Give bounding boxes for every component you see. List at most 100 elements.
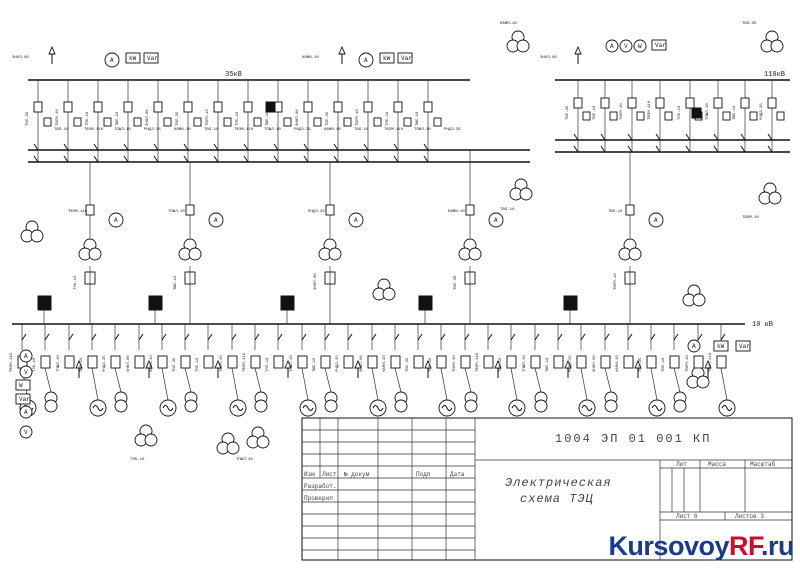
feeder-label: ТВЛМ-10 — [620, 103, 624, 120]
conductor — [394, 333, 400, 341]
breaker-symbol — [313, 117, 322, 127]
breaker-symbol — [436, 355, 447, 369]
feeder-label: ТВЛ-10 — [354, 128, 369, 132]
feeder-label: ТВЛ-10 — [662, 357, 666, 372]
feeder-label: ТВЛ-35 — [326, 111, 330, 126]
conductor — [153, 143, 159, 151]
title-line-1: Электрическая — [505, 476, 612, 490]
line-arrow — [214, 359, 222, 369]
conductor — [273, 155, 279, 163]
conductor — [713, 133, 719, 141]
conductor — [138, 333, 144, 341]
conductor — [231, 333, 237, 341]
bus-coupler-breaker — [418, 295, 433, 311]
feeder-label: ТЛК-10 — [678, 105, 682, 120]
bus-10kv-label: 10 кВ — [752, 321, 773, 329]
breaker-symbol — [655, 97, 665, 109]
breaker-symbol — [93, 101, 103, 113]
conductor — [417, 333, 423, 341]
generator-sine — [651, 405, 663, 411]
meter-label: А — [354, 217, 358, 224]
feeder-label: ТВЛМ-10 — [220, 355, 224, 372]
breaker-symbol — [325, 204, 335, 216]
bus-coupler-breaker — [563, 295, 578, 311]
meter-label: Var — [147, 55, 158, 62]
conductor — [580, 333, 586, 341]
conductor — [423, 143, 429, 151]
generator-sine — [232, 405, 244, 411]
conductor — [440, 367, 448, 401]
conductor — [254, 333, 260, 341]
bus-coupler-breaker — [37, 295, 52, 311]
feeder-label: РНДЗ-35 — [103, 355, 107, 372]
breaker-symbol — [125, 52, 141, 64]
feeder-label: ЗНОЛ-06 — [127, 355, 131, 372]
feeder-label: ТФЗМ-110 — [84, 127, 104, 132]
feeder-label: ТВЛ-10 — [196, 357, 200, 372]
breaker-symbol — [397, 52, 413, 64]
header-masshtab: Масштаб — [750, 461, 776, 468]
conductor — [301, 367, 309, 401]
breaker-symbol — [576, 355, 587, 369]
doc-code: 1004 ЭП 01 001 КП — [555, 432, 711, 446]
breaker-symbol — [646, 355, 657, 369]
meter-label: W — [638, 43, 642, 50]
breaker-symbol — [530, 355, 541, 369]
conductor — [303, 155, 309, 163]
conductor — [153, 155, 159, 163]
line-label: ЗНОЛ-06 — [540, 56, 557, 60]
meter-label: V — [24, 369, 28, 376]
conductor — [114, 333, 120, 341]
breaker-symbol — [749, 111, 758, 121]
conductor — [767, 145, 773, 153]
transformer-winding — [768, 191, 782, 205]
header-massa: Масса — [708, 461, 726, 468]
meter-label: А — [364, 57, 368, 64]
conductor — [464, 333, 470, 341]
breaker-symbol — [203, 355, 214, 369]
conductor — [573, 133, 579, 141]
line-arrow — [75, 359, 83, 369]
breaker-symbol — [193, 117, 202, 127]
breaker-symbol — [157, 355, 168, 369]
breaker-symbol — [390, 355, 401, 369]
feeder-label: ТВЛ-35 — [639, 357, 643, 372]
feeder-label: ТФЗМ-110 — [242, 352, 247, 372]
feeder-label: ТПШЛ-10 — [290, 355, 294, 372]
transformer-label: ТВЛ-35 — [742, 22, 757, 26]
feeder-label: ТВЛ-35 — [566, 105, 570, 120]
breaker-symbol — [506, 355, 517, 369]
conductor — [487, 333, 493, 341]
meter-label: А — [654, 217, 658, 224]
conductor — [123, 155, 129, 163]
feeder-label: ТПШЛ-10 — [57, 355, 61, 372]
transformer-label: ТФЗМ-110 — [68, 209, 88, 214]
feeder-label: ТВЛМ-10 — [206, 109, 210, 126]
title-block: 1004 ЭП 01 001 КП Электрическая схема ТЭ… — [301, 417, 793, 561]
breaker-symbol — [713, 340, 729, 352]
breaker-symbol — [15, 393, 31, 405]
feeder-label: ТФЗМ-110 — [234, 127, 254, 132]
breaker-symbol — [664, 111, 673, 121]
feeder-label: РНДЗ-35 — [444, 128, 461, 132]
generator-sine — [372, 405, 384, 411]
breaker-symbol — [63, 101, 73, 113]
feeder-label: ТЛК-10 — [266, 357, 270, 372]
transformer-winding — [144, 433, 158, 447]
feeder-label: ТЛК-10 — [33, 357, 37, 372]
conductor — [685, 145, 691, 153]
feeder-label: ТШЛ-10 — [416, 111, 420, 126]
conductor — [394, 367, 402, 393]
generator-sine — [511, 405, 523, 411]
conductor — [68, 333, 74, 341]
conductor — [673, 367, 681, 393]
conductor — [363, 155, 369, 163]
conductor — [740, 145, 746, 153]
conductor — [347, 333, 353, 341]
transformer-winding — [88, 247, 102, 261]
switchyard-110kv: 110кВ — [555, 71, 790, 153]
breaker-symbol — [163, 117, 172, 127]
transformer-winding — [184, 399, 198, 413]
transformer-label: ТВЛМ-10 — [742, 216, 759, 220]
